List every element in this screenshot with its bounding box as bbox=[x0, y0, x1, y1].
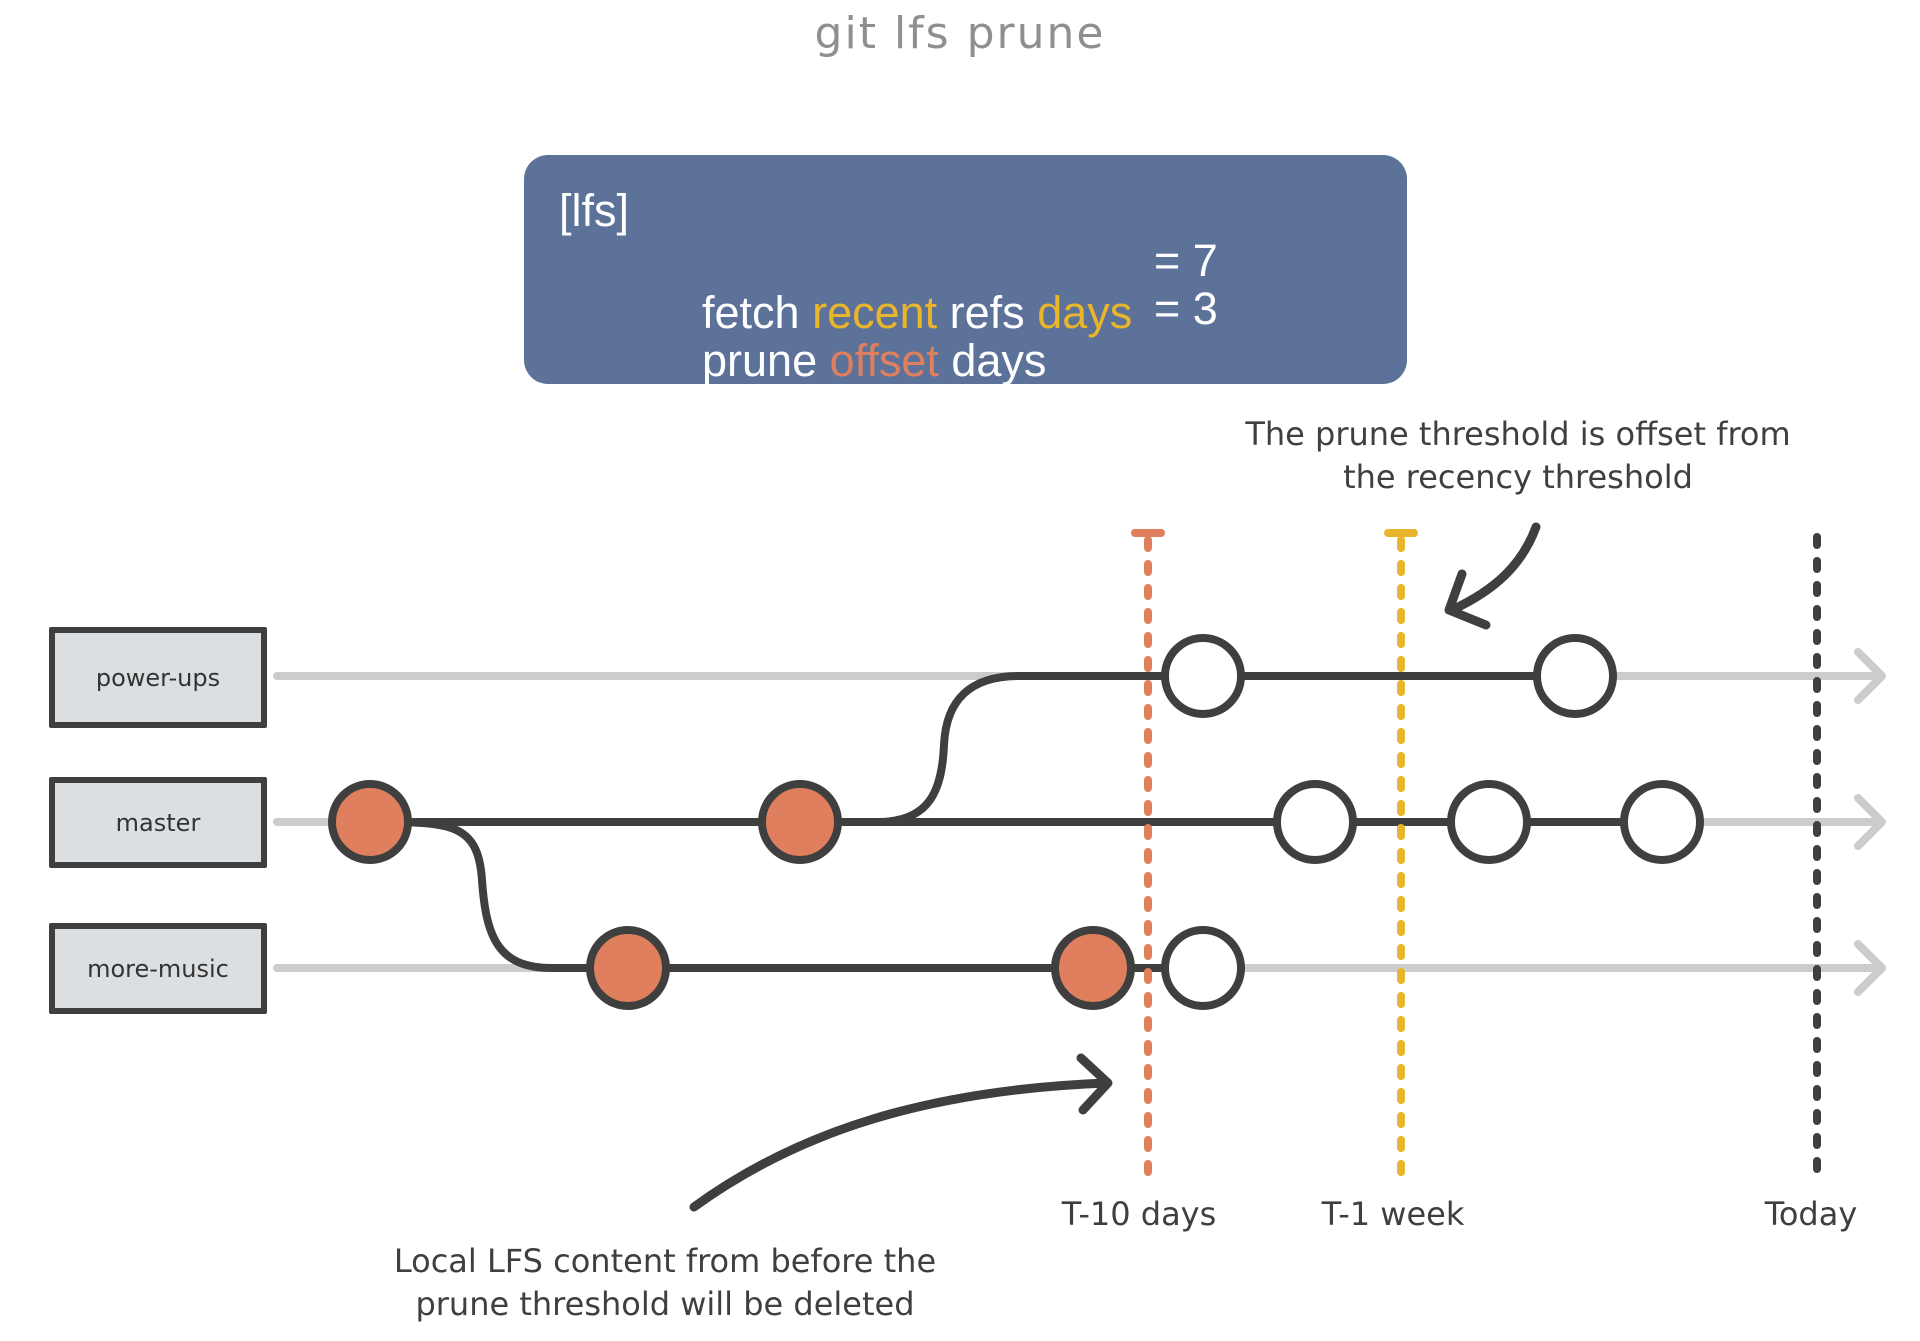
commit-master-kept bbox=[1447, 780, 1531, 864]
commit-more-music-kept bbox=[1161, 926, 1245, 1010]
config-token: prune bbox=[702, 335, 830, 386]
branch-label-power-ups: power-ups bbox=[49, 627, 267, 728]
branch-label-more-music: more-music bbox=[49, 923, 267, 1014]
annotation-deleted-content: Local LFS content from before the prune … bbox=[340, 1240, 990, 1326]
config-token-days: days bbox=[1037, 287, 1133, 338]
threshold-label-prune: T-10 days bbox=[1061, 1195, 1217, 1233]
annotation-line: The prune threshold is offset from bbox=[1245, 415, 1791, 453]
config-line-fetch-recent: fetch recent refs days bbox=[652, 235, 1132, 391]
config-token: fetch bbox=[702, 287, 813, 338]
annotation-line: prune threshold will be deleted bbox=[415, 1285, 915, 1323]
diagram-title: git lfs prune bbox=[814, 8, 1106, 59]
annotation-prune-offset: The prune threshold is offset from the r… bbox=[1200, 413, 1836, 499]
commit-master-pruned bbox=[758, 780, 842, 864]
branch-label-master: master bbox=[49, 777, 267, 868]
arrow-top-annotation-icon bbox=[1447, 522, 1541, 615]
annotation-line: Local LFS content from before the bbox=[393, 1242, 937, 1280]
config-token-offset: offset bbox=[829, 335, 939, 386]
config-token-recent: recent bbox=[812, 287, 938, 338]
commit-power-ups-kept bbox=[1533, 634, 1617, 718]
config-value-fetch-recent: = 7 bbox=[1154, 235, 1218, 286]
commit-master-pruned bbox=[328, 780, 412, 864]
arrowhead-bottom-annotation-icon bbox=[1076, 1053, 1113, 1115]
threshold-label-today: Today bbox=[1764, 1195, 1858, 1233]
config-section-header: [lfs] bbox=[559, 185, 630, 236]
commit-master-kept bbox=[1620, 780, 1704, 864]
arrowhead-top-annotation-icon bbox=[1444, 569, 1491, 630]
config-token: days bbox=[938, 335, 1047, 386]
config-token: refs bbox=[937, 287, 1038, 338]
lfs-config-box: [lfs] fetch recent refs days = 7 prune o… bbox=[524, 155, 1407, 386]
arrow-bottom-annotation-icon bbox=[689, 1078, 1111, 1212]
commit-more-music-pruned bbox=[1051, 926, 1135, 1010]
commit-power-ups-kept bbox=[1161, 634, 1245, 718]
commit-more-music-pruned bbox=[586, 926, 670, 1010]
arrowhead-power-ups-icon bbox=[1854, 648, 1886, 704]
arrowhead-master-icon bbox=[1854, 794, 1886, 850]
history-more-music bbox=[369, 818, 1203, 972]
config-value-prune-offset: = 3 bbox=[1154, 283, 1218, 334]
commit-master-kept bbox=[1273, 780, 1357, 864]
threshold-label-recent: T-1 week bbox=[1321, 1195, 1465, 1233]
arrowhead-more-music-icon bbox=[1854, 940, 1886, 996]
config-line-prune-offset: prune offset days bbox=[652, 283, 1046, 439]
history-power-ups bbox=[800, 672, 1575, 826]
annotation-line: the recency threshold bbox=[1343, 458, 1693, 496]
